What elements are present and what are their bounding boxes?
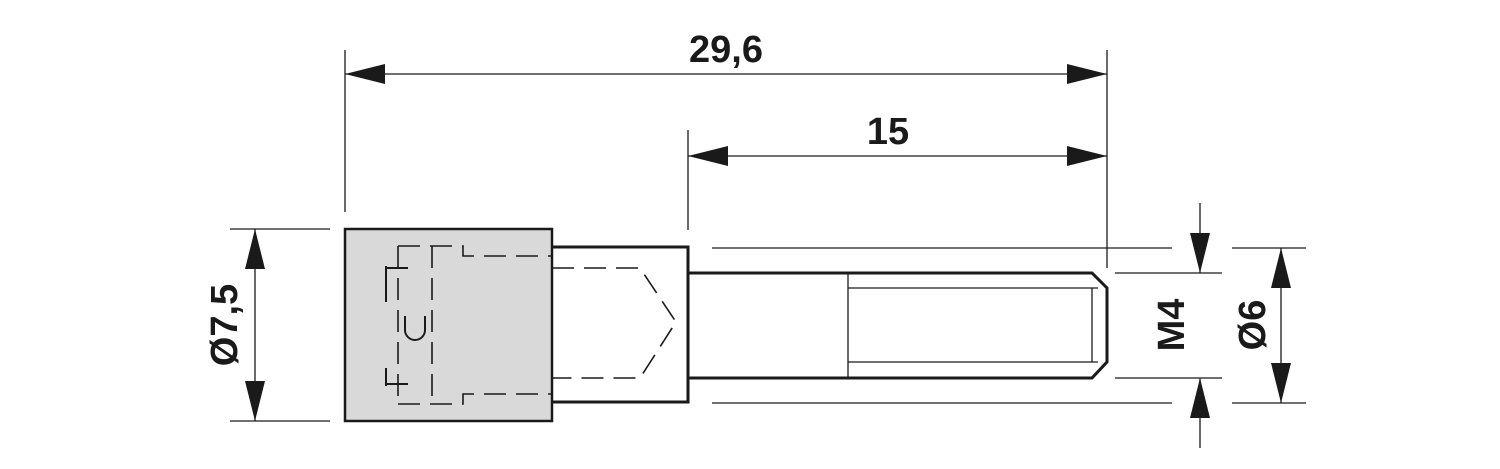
arrowhead-pin-bottom — [1271, 363, 1291, 403]
arrowhead-head-bottom — [245, 381, 265, 421]
head-symbols — [385, 266, 426, 386]
pin-diameter-dimension: Ø6 — [712, 247, 1306, 404]
head-diameter-label: Ø7,5 — [204, 284, 246, 366]
arrowhead-right — [1067, 64, 1107, 84]
arrowhead-thread-left — [688, 146, 728, 166]
arrowhead-left — [345, 64, 385, 84]
part-threaded-pin — [688, 271, 1109, 380]
thread-size-label: M4 — [1151, 299, 1193, 352]
pin-diameter-label: Ø6 — [1232, 300, 1274, 351]
overall-length-dimension: 29,6 — [344, 29, 1108, 268]
part-head — [343, 227, 554, 423]
thread-length-dimension: 15 — [687, 111, 1107, 230]
overall-length-label: 29,6 — [689, 29, 763, 71]
arrowhead-thread-bottom — [1190, 378, 1210, 418]
thread-length-label: 15 — [867, 111, 909, 153]
head-diameter-dimension: Ø7,5 — [204, 228, 330, 422]
thread-size-dimension: M4 — [1115, 203, 1222, 448]
arrowhead-head-top — [245, 229, 265, 269]
arrowhead-pin-top — [1271, 248, 1291, 288]
connector-part — [343, 227, 1109, 423]
part-collar — [552, 245, 690, 404]
arrowhead-thread-top — [1190, 233, 1210, 273]
hidden-lines — [397, 245, 677, 405]
arrowhead-thread-right — [1067, 146, 1107, 166]
